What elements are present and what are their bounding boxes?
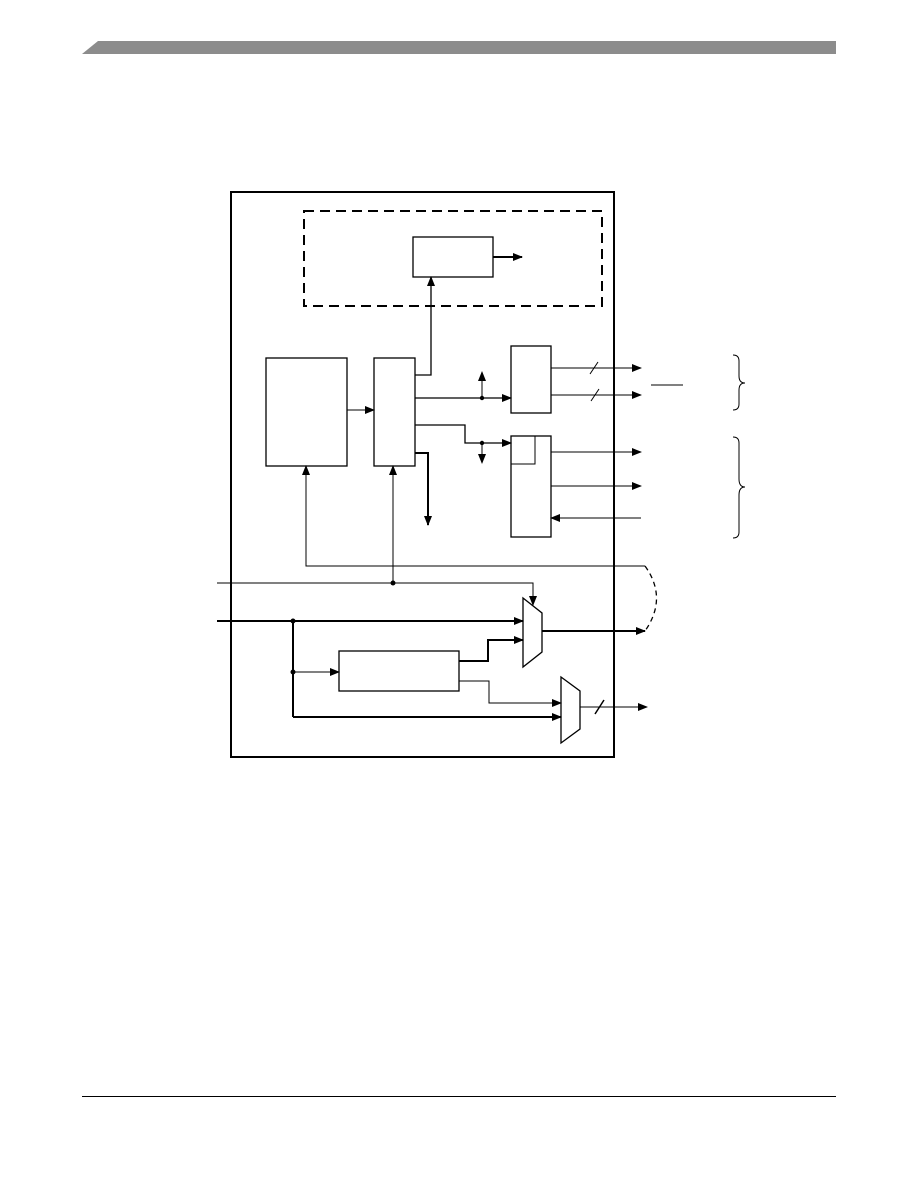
central-down-output-arrow [415,452,432,526]
feedback-to-left-block [302,465,645,567]
bus-slash-2 [590,388,600,402]
lower-multiplexer [560,675,581,745]
page-header-bar [82,41,836,54]
brace-upper [732,354,746,411]
large-left-block [265,357,348,467]
dashed-submodule-region [303,210,603,307]
bus-slash-1 [589,361,599,375]
lower-right-block [510,435,552,538]
central-to-lower-right-arrow [415,424,512,447]
processing-block [338,650,460,692]
brace-lower [732,436,746,539]
processing-to-lower-mux [459,680,562,707]
upper-right-block [510,345,552,414]
submodule-block [412,236,494,278]
module-outline [230,191,615,758]
control-input-line [217,582,537,606]
central-to-submodule-arrow [415,276,435,376]
upper-multiplexer [522,596,543,669]
central-block [373,357,416,467]
footer-rule [82,1096,836,1097]
header-gray-band [82,41,836,54]
bus-slash-3 [594,699,605,715]
lower-right-subcell [510,435,536,465]
processing-to-upper-mux [459,636,524,662]
dashed-loop [644,565,658,632]
